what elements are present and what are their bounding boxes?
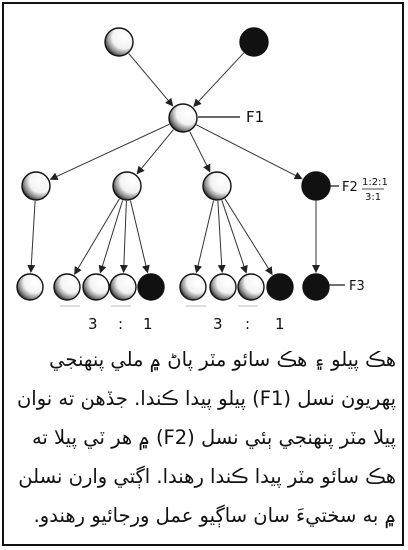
pea-black-f3-10: [302, 273, 330, 301]
caption-line-1: هڪ پيلو ۽ هڪ سائو مٽر پاڻ ۾ ملي پنهنجي: [49, 348, 396, 371]
arrow-f2-3-to-f3-9: [224, 198, 273, 276]
arrow-f2-3-to-f3-6: [194, 200, 215, 274]
inheritance-diagram: F1 F2 1:2:1 3:1 F3 3 : 1 3 : 1: [16, 27, 388, 333]
figure-border: [2, 2, 404, 546]
arrow-p1-to-f1: [128, 53, 174, 107]
arrow-f1-to-f2-2: [136, 129, 174, 175]
pea-white-f2-2: [112, 171, 142, 201]
caption-line-4: هڪ سائو مٽر پيدا ڪندا رهندا. اڳتي وارن ن…: [18, 465, 396, 488]
pea-white-f3-2: [53, 273, 81, 301]
pea-black-f2-4: [301, 171, 331, 201]
pea-white-f1-1: [168, 103, 198, 133]
arrow-f2-3-to-f3-8: [221, 200, 248, 274]
arrow-f2-2-to-f3-5: [129, 200, 150, 274]
f1-label: F1: [246, 108, 264, 126]
arrow-f2-3-to-f3-7: [217, 200, 226, 274]
f3-ratio-right-a: 3: [213, 315, 223, 333]
arrow-f2-2-to-f3-2: [74, 198, 120, 275]
f3-ratio-left-a: 3: [88, 315, 98, 333]
f3-ratio-left-b: 1: [143, 315, 153, 333]
pea-white-f2-1: [21, 171, 51, 201]
caption-line-5: ۾ به سختيءَ سان ساڳيو عمل ورجائيو رهندو.: [33, 504, 396, 527]
arrow-f1-to-f2-1: [49, 123, 170, 180]
arrow-f2-2-to-f3-3: [98, 200, 124, 274]
pea-black-p2: [239, 27, 269, 57]
arrow-p2-to-f1: [193, 52, 245, 108]
pea-white-f3-8: [237, 273, 265, 301]
f2-label: F2: [342, 180, 358, 195]
pea-white-f2-3: [202, 171, 232, 201]
f3-ratio-left-sep: :: [118, 315, 123, 333]
arrow-f1-to-f2-3: [189, 131, 211, 173]
f2-ratio-bottom: 3:1: [365, 192, 381, 203]
arrows-layer: [27, 52, 320, 276]
pea-white-f3-7: [209, 273, 237, 301]
labels-layer: F1 F2 1:2:1 3:1 F3 3 : 1 3 : 1: [88, 108, 388, 333]
arrow-f2-2-to-f3-4: [119, 200, 128, 274]
f3-label: F3: [349, 279, 365, 294]
f3-ratio-right-sep: :: [245, 315, 250, 333]
caption-line-2: پهريون نسل (F1) پيلو پيدا ڪندا. جڏهن ته …: [16, 387, 396, 410]
pea-white-p1: [104, 27, 134, 57]
pea-white-f3-4: [109, 273, 137, 301]
pea-white-f3-3: [82, 273, 110, 301]
pea-black-f3-5: [137, 273, 165, 301]
caption-line-3: پيلا مٽر پنهنجي ٻئي نسل (F2) ۾ هر ٽي پيل…: [31, 426, 396, 449]
f3-ratio-right-b: 1: [275, 315, 285, 333]
f2-ratio-top: 1:2:1: [362, 177, 388, 188]
caption-text: هڪ پيلو ۽ هڪ سائو مٽر پاڻ ۾ ملي پنهنجي پ…: [12, 340, 396, 535]
arrow-f2-1-to-f3-1: [27, 200, 36, 274]
arrow-f1-to-f2-4: [196, 124, 303, 180]
pea-black-f3-9: [266, 273, 294, 301]
pea-white-f3-1: [16, 273, 44, 301]
pea-white-f3-6: [179, 273, 207, 301]
peas-layer: [16, 27, 331, 301]
